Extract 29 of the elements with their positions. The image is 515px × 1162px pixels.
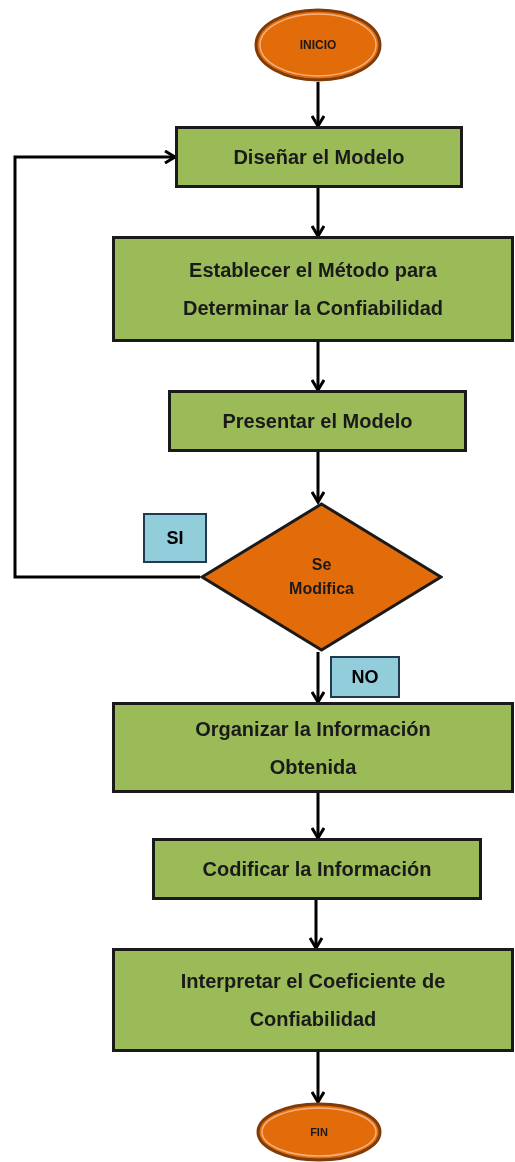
node-text: INICIO bbox=[299, 37, 337, 54]
process-box bbox=[112, 948, 514, 1052]
node-text: Presentar el Modelo bbox=[222, 409, 413, 434]
process-box bbox=[152, 838, 482, 900]
arrow bbox=[310, 452, 326, 504]
node-text: Codificar la Información bbox=[202, 857, 432, 882]
node-text: Organizar la Información Obtenida bbox=[194, 716, 432, 780]
arrow bbox=[310, 82, 326, 128]
arrow bbox=[13, 149, 200, 579]
node-text: Interpretar el Coeficiente de Confiabilidad bbox=[179, 969, 447, 1032]
node-text: Diseñar el Modelo bbox=[233, 145, 405, 170]
node-text: FIN bbox=[310, 1124, 328, 1140]
arrow bbox=[310, 793, 326, 840]
arrow bbox=[310, 1052, 326, 1104]
arrow bbox=[310, 342, 326, 392]
decision-diamond bbox=[200, 502, 443, 652]
node-text: Se Modifica bbox=[288, 555, 355, 599]
edge-label: SI bbox=[143, 513, 207, 563]
process-box bbox=[112, 236, 514, 342]
terminal-oval bbox=[254, 8, 382, 82]
process-box bbox=[112, 702, 514, 793]
process-box bbox=[175, 126, 463, 188]
process-box bbox=[168, 390, 467, 452]
arrow bbox=[308, 900, 324, 950]
arrow bbox=[310, 652, 326, 704]
edge-label: NO bbox=[330, 656, 400, 698]
arrow bbox=[310, 188, 326, 238]
terminal-oval bbox=[256, 1102, 382, 1162]
node-text: Establecer el Método para Determinar la Confiabilidad bbox=[181, 258, 445, 321]
